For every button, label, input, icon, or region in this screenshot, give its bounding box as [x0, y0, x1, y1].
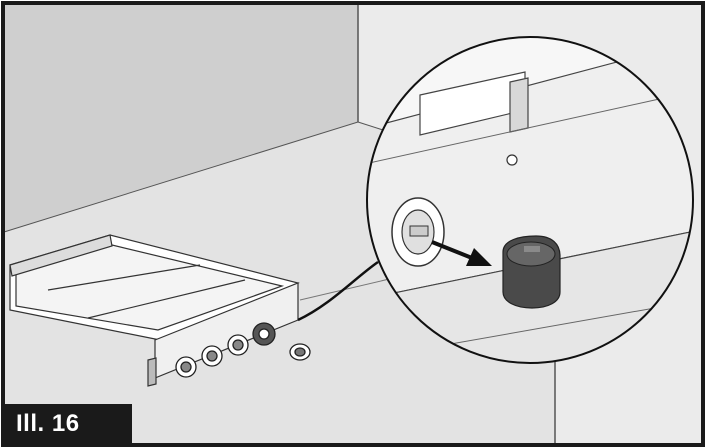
detail-panel-face: [367, 39, 693, 301]
grill-unit: [9, 234, 300, 387]
figure-label: Ill. 16: [16, 410, 80, 437]
detail-panel-lower: [367, 229, 693, 363]
knob-4-center: [258, 328, 270, 340]
arrow-head: [466, 248, 492, 266]
knob-3-center: [232, 339, 244, 351]
grill-rail-1: [47, 264, 201, 291]
knob-1-center: [180, 361, 192, 373]
grill-knobs: [175, 322, 311, 378]
detail-zoom-border: [366, 36, 694, 364]
detail-handle-end: [509, 77, 529, 133]
grill-back-trim: [9, 234, 113, 277]
arrow-right-icon: [431, 240, 473, 260]
knob-2-center: [206, 350, 218, 362]
grill-left-bracket: [147, 357, 157, 387]
counter-back-edge: [3, 121, 359, 233]
detail-zoom-circle: [366, 36, 694, 364]
knob-face: [506, 241, 556, 267]
grill-rail-2: [87, 279, 246, 319]
back-wall-dark: [4, 4, 358, 232]
removed-knob-center: [294, 347, 306, 357]
figure-label-box: Ill. 16: [4, 404, 132, 444]
detail-seam-1: [367, 89, 693, 166]
knob-grip: [524, 246, 540, 252]
detail-screw: [506, 154, 518, 166]
valve-stem: [409, 225, 429, 237]
detail-leader-line: [297, 260, 379, 322]
